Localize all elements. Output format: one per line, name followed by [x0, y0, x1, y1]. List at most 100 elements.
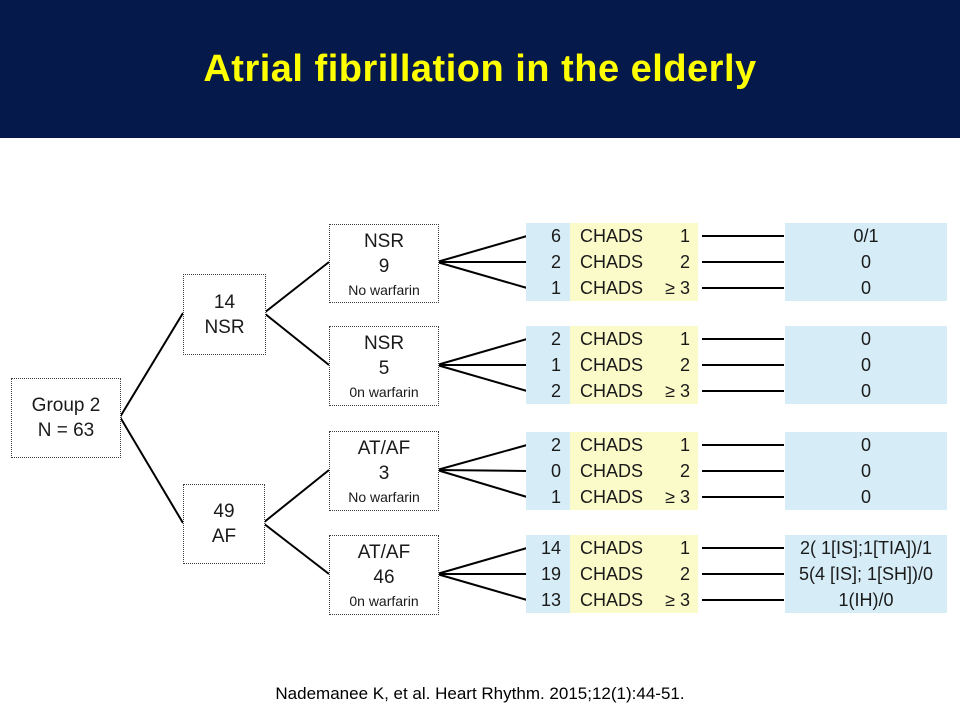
chads-group-nsr-5: 2 CHADS 1 0 1 CHADS 2 0 2 C [526, 326, 947, 404]
outcome-value: 0 [785, 275, 947, 301]
chads-cell: CHADS 2 [570, 352, 698, 378]
chads-score: ≥ 3 [665, 278, 690, 298]
leaf-warfarin-status: No warfarin [348, 281, 420, 298]
chads-cell: CHADS ≥ 3 [570, 378, 698, 404]
chads-score: 1 [679, 329, 690, 349]
chads-row: 13 CHADS ≥ 3 1(IH)/0 [526, 587, 947, 613]
chads-score: 2 [679, 252, 690, 272]
box-nsr-9-no-warfarin: NSR 9 No warfarin [329, 224, 439, 303]
leaf-line1: NSR [363, 333, 405, 354]
chads-cell: CHADS 1 [570, 326, 698, 352]
patient-count: 0 [526, 458, 570, 484]
connector-gap [698, 458, 785, 484]
outcome-value: 0 [785, 484, 947, 510]
box-49-af-line2: AF [211, 526, 237, 547]
title-banner: Atrial fibrillation in the elderly [0, 0, 960, 138]
patient-count: 1 [526, 352, 570, 378]
connector-gap [698, 378, 785, 404]
connector-gap [698, 561, 785, 587]
chads-label: CHADS [580, 381, 644, 401]
chads-score: 1 [679, 226, 690, 246]
chads-row: 2 CHADS 2 0 [526, 249, 947, 275]
citation: Nademanee K, et al. Heart Rhythm. 2015;1… [275, 684, 685, 703]
chads-score: ≥ 3 [665, 590, 690, 610]
outcome-value: 5(4 [IS]; 1[SH])/0 [785, 561, 947, 587]
outcome-value: 0 [785, 432, 947, 458]
chads-label: CHADS [580, 278, 644, 298]
chads-label: CHADS [580, 329, 644, 349]
box-group2-line1: Group 2 [31, 395, 101, 416]
leaf-warfarin-status: No warfarin [348, 489, 420, 505]
box-nsr-5-on-warfarin: NSR 5 0n warfarin [329, 326, 439, 406]
connector-gap [698, 275, 785, 301]
chads-score: 2 [679, 564, 690, 584]
connector-gap [698, 223, 785, 249]
outcome-value: 0 [785, 249, 947, 275]
patient-count: 6 [526, 223, 570, 249]
leaf-line2: 5 [378, 358, 390, 379]
chads-cell: CHADS 2 [570, 249, 698, 275]
chads-row: 0 CHADS 2 0 [526, 458, 947, 484]
patient-count: 19 [526, 561, 570, 587]
leaf-warfarin-status: 0n warfarin [349, 384, 419, 400]
chads-group-ataf-3: 2 CHADS 1 0 0 CHADS 2 0 1 C [526, 432, 947, 510]
patient-count: 2 [526, 378, 570, 404]
chads-row: 2 CHADS 1 0 [526, 432, 947, 458]
chads-cell: CHADS ≥ 3 [570, 275, 698, 301]
connector-gap [698, 249, 785, 275]
box-ataf-46-on-warfarin: AT/AF 46 0n warfarin [329, 535, 439, 615]
chads-label: CHADS [580, 487, 644, 507]
leaf-line2: 3 [378, 463, 390, 484]
box-49-af: 49 AF [183, 484, 265, 564]
outcome-value: 0 [785, 378, 947, 404]
chads-score: ≥ 3 [665, 487, 690, 507]
outcome-value: 0 [785, 326, 947, 352]
connector-gap [698, 432, 785, 458]
patient-count: 13 [526, 587, 570, 613]
box-14-nsr: 14 NSR [183, 274, 266, 355]
chads-row: 2 CHADS 1 0 [526, 326, 947, 352]
box-group2-line2: N = 63 [37, 420, 95, 441]
leaf-line1: NSR [363, 230, 405, 252]
chads-group-ataf-46: 14 CHADS 1 2( 1[IS];1[TIA])/1 19 CHADS 2… [526, 535, 947, 613]
connector-gap [698, 352, 785, 378]
patient-count: 14 [526, 535, 570, 561]
chads-score: ≥ 3 [665, 381, 690, 401]
leaf-line1: AT/AF [357, 542, 411, 563]
chads-row: 1 CHADS ≥ 3 0 [526, 275, 947, 301]
outcome-value: 1(IH)/0 [785, 587, 947, 613]
box-14-nsr-line1: 14 [213, 291, 236, 313]
chads-row: 19 CHADS 2 5(4 [IS]; 1[SH])/0 [526, 561, 947, 587]
chads-label: CHADS [580, 226, 644, 246]
chads-label: CHADS [580, 355, 644, 375]
chads-score: 2 [679, 461, 690, 481]
outcome-value: 0 [785, 458, 947, 484]
chads-cell: CHADS ≥ 3 [570, 484, 698, 510]
chads-label: CHADS [580, 252, 644, 272]
leaf-line1: AT/AF [357, 438, 411, 459]
connector-gap [698, 587, 785, 613]
chads-label: CHADS [580, 461, 644, 481]
chads-label: CHADS [580, 435, 644, 455]
chads-row: 1 CHADS ≥ 3 0 [526, 484, 947, 510]
patient-count: 2 [526, 249, 570, 275]
patient-count: 2 [526, 326, 570, 352]
box-ataf-3-no-warfarin: AT/AF 3 No warfarin [329, 431, 439, 511]
patient-count: 1 [526, 484, 570, 510]
chads-score: 1 [679, 538, 690, 558]
leaf-line2: 46 [373, 567, 395, 588]
chads-cell: CHADS 1 [570, 223, 698, 249]
chads-label: CHADS [580, 564, 644, 584]
connector-gap [698, 326, 785, 352]
leaf-warfarin-status: 0n warfarin [349, 593, 419, 609]
outcome-value: 0 [785, 352, 947, 378]
chads-row: 2 CHADS ≥ 3 0 [526, 378, 947, 404]
chads-score: 2 [679, 355, 690, 375]
chads-cell: CHADS ≥ 3 [570, 587, 698, 613]
chads-row: 14 CHADS 1 2( 1[IS];1[TIA])/1 [526, 535, 947, 561]
chads-group-nsr-9: 6 CHADS 1 0/1 2 CHADS 2 0 1 [526, 223, 947, 301]
chads-label: CHADS [580, 538, 644, 558]
